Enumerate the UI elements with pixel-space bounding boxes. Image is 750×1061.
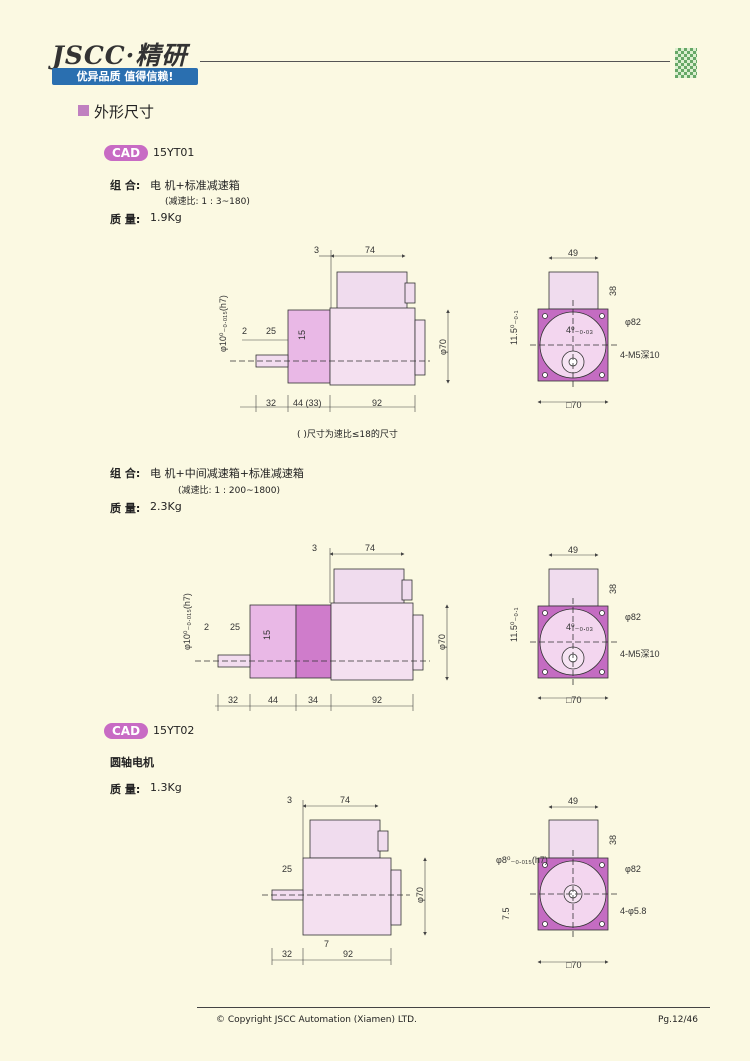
header-divider xyxy=(200,61,670,62)
combo-label: 组 合: xyxy=(110,467,141,480)
dim-label: □70 xyxy=(566,400,581,410)
dim-label: 15 xyxy=(262,630,272,640)
shaft-label: φ8⁰₋₀.₀₁₅(h7) xyxy=(496,855,548,865)
dim-label: 25 xyxy=(230,622,240,632)
dimension-lines xyxy=(271,800,427,965)
dim-label: 4⁰₋₀.₀₃ xyxy=(566,325,593,335)
dim-label: 92 xyxy=(372,695,382,705)
page-number: Pg.12/46 xyxy=(658,1015,698,1025)
mass-label: 质 量: xyxy=(110,783,141,796)
dim-label: 7.5 xyxy=(501,907,511,920)
dim-label: 7 xyxy=(324,939,329,949)
ratio-text: (减速比: 1 : 200~1800) xyxy=(178,486,281,496)
combo-label: 圆轴电机 xyxy=(110,756,154,769)
dim-label: φ70 xyxy=(438,339,448,355)
dim-label: 2 xyxy=(204,622,209,632)
dim-label: 11.5⁰₋₀.₁ xyxy=(509,311,519,345)
dim-label: 4-M5深10 xyxy=(620,649,660,659)
dim-label: 44 (33) xyxy=(293,398,322,408)
dim-label: □70 xyxy=(566,695,581,705)
combo-value: 电 机+中间减速箱+标准减速箱 xyxy=(150,467,304,480)
dim-label: φ82 xyxy=(625,864,641,874)
note-text: ( )尺寸为速比≤18的尺寸 xyxy=(297,430,398,440)
dim-label: 11.5⁰₋₀.₁ xyxy=(509,608,519,642)
dim-label: 3 xyxy=(287,795,292,805)
dim-label: 4-M5深10 xyxy=(620,350,660,360)
shaft-label: φ10⁰₋₀.₀₁₅(h7) xyxy=(218,295,228,352)
dim-label: 4-φ5.8 xyxy=(620,906,646,916)
dim-label: 4⁰₋₀.₀₃ xyxy=(566,622,593,632)
dimension-lines xyxy=(240,250,450,412)
side-view-drawing xyxy=(195,568,430,681)
checker-ornament xyxy=(675,48,697,78)
dim-label: 49 xyxy=(568,248,578,258)
dim-label: 74 xyxy=(340,795,350,805)
brand-logo: JSCC·精研 xyxy=(52,41,188,70)
dim-label: 38 xyxy=(608,584,618,594)
combo-label: 组 合: xyxy=(110,179,141,192)
dimension-lines xyxy=(215,548,449,711)
dim-label: 15 xyxy=(297,330,307,340)
mass-value: 1.3Kg xyxy=(150,781,182,794)
dim-label: 3 xyxy=(314,245,319,255)
dim-label: 25 xyxy=(266,326,276,336)
dim-label: 32 xyxy=(282,949,292,959)
cad-badge[interactable]: CAD xyxy=(104,723,148,739)
dim-label: φ70 xyxy=(415,887,425,903)
dim-label: φ70 xyxy=(437,634,447,650)
mass-label: 质 量: xyxy=(110,502,141,515)
dim-label: 74 xyxy=(365,543,375,553)
dim-label: 32 xyxy=(228,695,238,705)
dim-label: 92 xyxy=(372,398,382,408)
footer-divider xyxy=(197,1007,710,1008)
end-view-drawing xyxy=(530,568,620,688)
dim-label: 32 xyxy=(266,398,276,408)
cad-badge[interactable]: CAD xyxy=(104,145,148,161)
slogan-banner: 优异品质 值得信赖! xyxy=(52,68,198,85)
dim-label: φ82 xyxy=(625,317,641,327)
dim-label: 49 xyxy=(568,796,578,806)
mass-label: 质 量: xyxy=(110,213,141,226)
dim-label: 49 xyxy=(568,545,578,555)
dim-label: 44 xyxy=(268,695,278,705)
side-view-drawing xyxy=(262,819,410,936)
model-code: 15YT02 xyxy=(153,724,195,737)
ratio-text: (减速比: 1 : 3~180) xyxy=(165,197,250,207)
section-title: 外形尺寸 xyxy=(94,103,155,121)
dim-label: □70 xyxy=(566,960,581,970)
dim-label: 3 xyxy=(312,543,317,553)
end-view-drawing xyxy=(530,271,620,390)
dim-label: 74 xyxy=(365,245,375,255)
dim-label: 25 xyxy=(282,864,292,874)
dim-label: 34 xyxy=(308,695,318,705)
dim-label: 38 xyxy=(608,286,618,296)
combo-value: 电 机+标准减速箱 xyxy=(150,179,240,192)
mass-value: 2.3Kg xyxy=(150,500,182,513)
shaft-label: φ10⁰₋₀.₀₁₅(h7) xyxy=(182,593,192,650)
dim-label: 38 xyxy=(608,835,618,845)
end-view-drawing xyxy=(530,819,620,940)
dim-label: 92 xyxy=(343,949,353,959)
dim-label: φ82 xyxy=(625,612,641,622)
copyright-text: © Copyright JSCC Automation (Xiamen) LTD… xyxy=(216,1015,417,1025)
model-code: 15YT01 xyxy=(153,146,195,159)
side-view-drawing xyxy=(230,271,430,386)
section-marker xyxy=(78,105,89,116)
dim-label: 2 xyxy=(242,326,247,336)
mass-value: 1.9Kg xyxy=(150,211,182,224)
